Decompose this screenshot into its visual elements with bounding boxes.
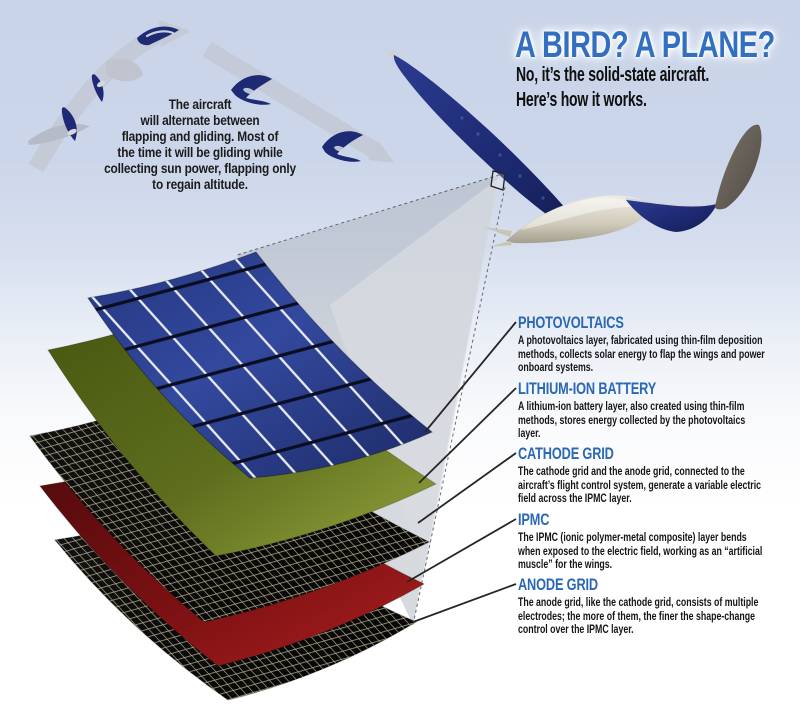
pointer-line-anode-grid <box>412 583 517 623</box>
bird-gliding-icon <box>231 75 272 105</box>
layer-label-ipmc: IPMC The IPMC (ionic polymer-metal compo… <box>518 511 800 572</box>
aircraft-body <box>506 195 656 244</box>
pointer-lines <box>406 321 517 623</box>
bird-flapping-icon <box>28 107 90 145</box>
aircraft-body-highlight <box>520 197 646 230</box>
bird-flapping-icon <box>91 58 143 102</box>
layer-label-photovoltaics: PHOTOVOLTAICS A photovoltaics layer, fab… <box>518 314 800 375</box>
pointer-line-battery <box>418 387 517 484</box>
aircraft-tail-prong <box>488 241 512 247</box>
layer-label-battery: LITHIUM-ION BATTERY A lithium-ion batter… <box>518 380 800 441</box>
layer-label-anode-grid: ANODE GRID The anode grid, like the cath… <box>518 576 800 637</box>
aircraft-left-wing <box>393 55 584 237</box>
layer-description: A lithium-ion battery layer, also create… <box>518 399 746 441</box>
layer-heading: CATHODE GRID <box>518 444 614 463</box>
pointer-line-ipmc <box>406 518 517 583</box>
flight-sequence-birds <box>28 26 363 162</box>
layer-description: A photovoltaics layer, fabricated using … <box>518 333 765 375</box>
layer-stack <box>29 251 438 701</box>
layer-label-cathode-grid: CATHODE GRID The cathode grid and the an… <box>518 445 800 506</box>
layer-description: The cathode grid and the anode grid, con… <box>518 464 762 506</box>
bird-gliding-icon <box>137 26 179 46</box>
layer-heading: LITHIUM-ION BATTERY <box>518 379 657 398</box>
layer-heading: IPMC <box>518 510 550 529</box>
projection-cone-highlight <box>330 178 499 572</box>
flight-cycle-caption: The aircraft will alternate between flap… <box>104 97 296 192</box>
bird-gliding-icon <box>322 131 363 162</box>
layer-heading: ANODE GRID <box>518 575 598 594</box>
layer-photovoltaics <box>87 251 433 479</box>
aircraft-illustration <box>388 50 762 247</box>
page-subtitle: No, it’s the solid-state aircraft. Here’… <box>516 64 710 111</box>
aircraft-tail-prong <box>484 227 512 237</box>
layer-description: The anode grid, like the cathode grid, c… <box>518 595 759 637</box>
descent-arrowhead-icon <box>368 141 394 163</box>
projection-edge-left <box>236 174 500 256</box>
projection-edge-right <box>412 186 506 626</box>
aircraft-wing-speckles <box>460 116 545 200</box>
aircraft-right-wingtip <box>715 124 762 210</box>
layer-heading: PHOTOVOLTAICS <box>518 313 624 332</box>
layer-description: The IPMC (ionic polymer-metal composite)… <box>518 530 763 572</box>
aircraft-right-wing <box>626 200 717 232</box>
pointer-line-photovoltaics <box>424 321 517 433</box>
aircraft-right-wing-edge <box>625 197 717 209</box>
wing-callout-box <box>490 170 506 191</box>
page-title: A BIRD? A PLANE? <box>515 24 775 65</box>
pointer-line-cathode-grid <box>417 452 517 524</box>
